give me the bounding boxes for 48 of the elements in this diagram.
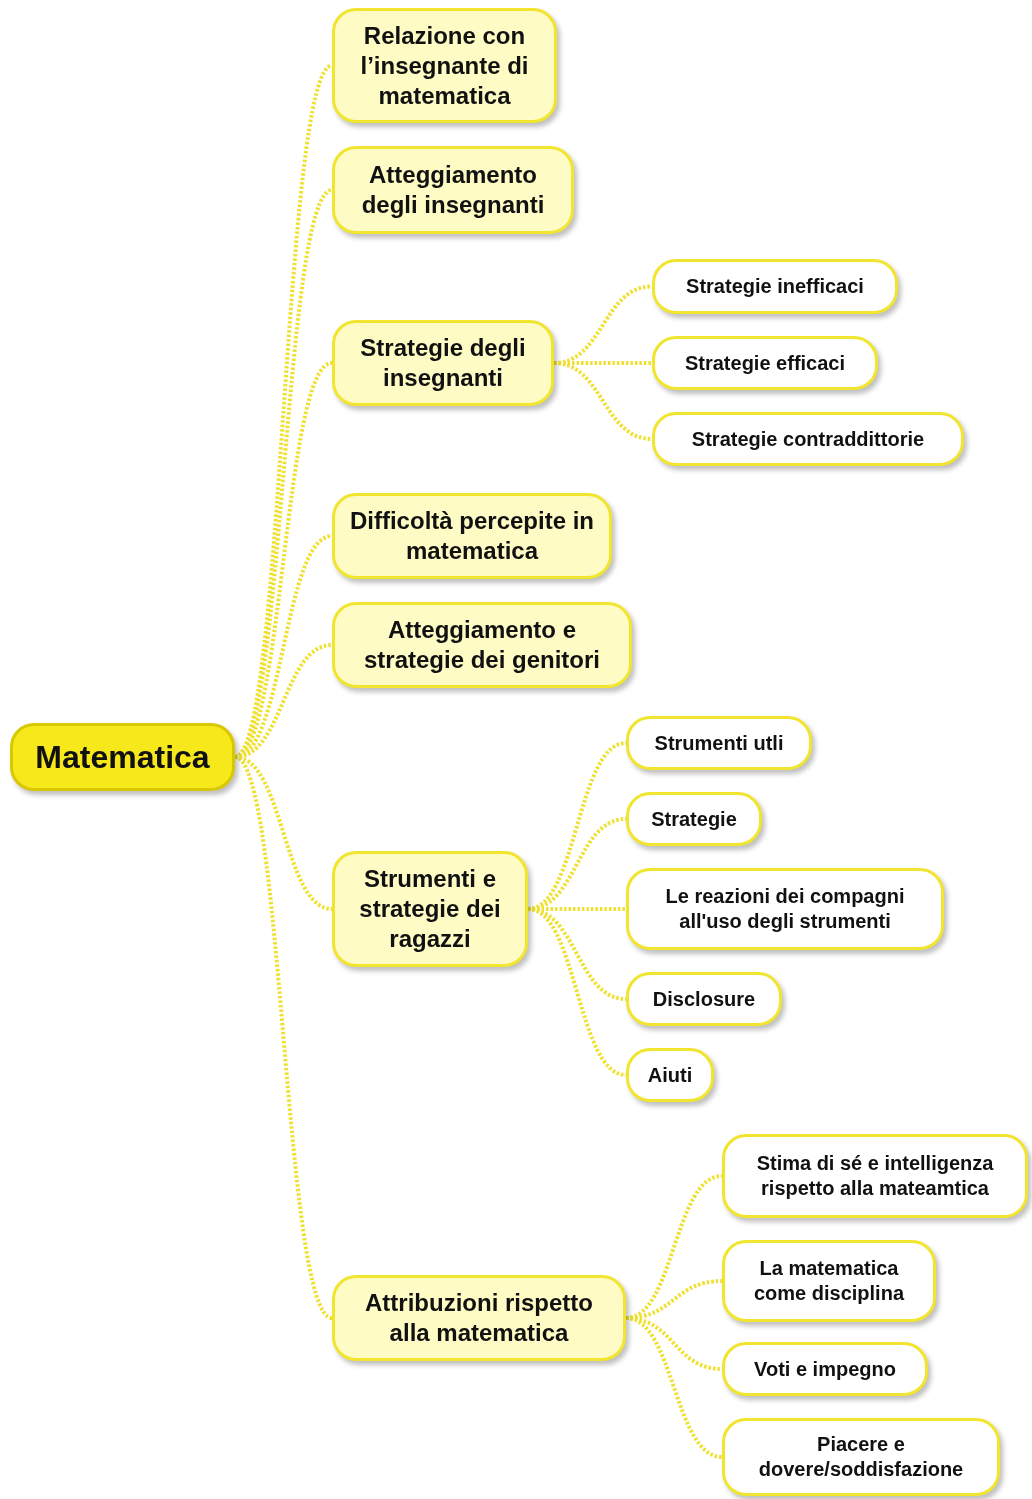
topic-box — [722, 1134, 1028, 1218]
topic-text: Strumenti e strategie dei ragazzi — [358, 864, 502, 954]
topic-text: La matematica come disciplina — [752, 1256, 906, 1306]
topic-text: Piacere e dovere/soddisfazione — [757, 1432, 965, 1482]
topic-box — [722, 1240, 936, 1322]
topic-box — [332, 851, 528, 967]
topic-box — [722, 1342, 928, 1396]
topic-box — [722, 1418, 1000, 1496]
topic-text: Strategie inefficaci — [686, 274, 864, 299]
connector-line — [528, 907, 626, 911]
topic-box — [626, 868, 944, 950]
topic-text: Stima di sé e intelligenza rispetto alla mateamtica — [755, 1151, 995, 1201]
connector-line — [233, 755, 334, 1320]
topic-box — [652, 336, 878, 390]
root-topic-box — [10, 723, 235, 791]
topic-box — [652, 259, 898, 314]
connector-line — [527, 907, 627, 1077]
topic-text: Le reazioni dei compagni all'uso degli strumenti — [664, 884, 906, 934]
connector-line — [234, 643, 333, 759]
topic-box — [652, 412, 964, 466]
topic-box — [626, 1048, 714, 1102]
topic-text: Strategie efficaci — [684, 350, 846, 376]
topic-box — [626, 716, 812, 770]
connector-line — [553, 361, 653, 441]
topic-text: Strategie — [651, 806, 737, 832]
topic-text: Disclosure — [652, 986, 756, 1012]
connector-line — [625, 1316, 723, 1459]
topic-box — [332, 602, 632, 688]
topic-text: Matematica — [35, 738, 210, 777]
topic-box — [626, 792, 762, 846]
topic-box — [332, 493, 612, 579]
topic-text: Voti e impegno — [754, 1356, 896, 1382]
topic-box — [332, 8, 557, 123]
topic-text: Strumenti utli — [654, 730, 784, 756]
topic-text: Atteggiamento e strategie dei genitori — [362, 615, 602, 675]
connector-line — [625, 1316, 723, 1371]
topic-text: Strategie contraddittorie — [691, 426, 925, 452]
connector-line — [527, 907, 627, 1001]
topic-box — [332, 1275, 626, 1361]
topic-text: Aiuti — [647, 1062, 693, 1088]
topic-box — [332, 146, 574, 234]
topic-text: Strategie degli insegnanti — [359, 333, 527, 393]
topic-box — [332, 320, 554, 406]
topic-text: Relazione con l’insegnante di matematica — [359, 20, 530, 111]
topic-box — [626, 972, 782, 1026]
topic-text: Attribuzioni rispetto alla matematica — [364, 1288, 594, 1348]
topic-text: Difficoltà percepite in matematica — [348, 506, 595, 566]
topic-text: Atteggiamento degli insegnanti — [360, 160, 546, 220]
